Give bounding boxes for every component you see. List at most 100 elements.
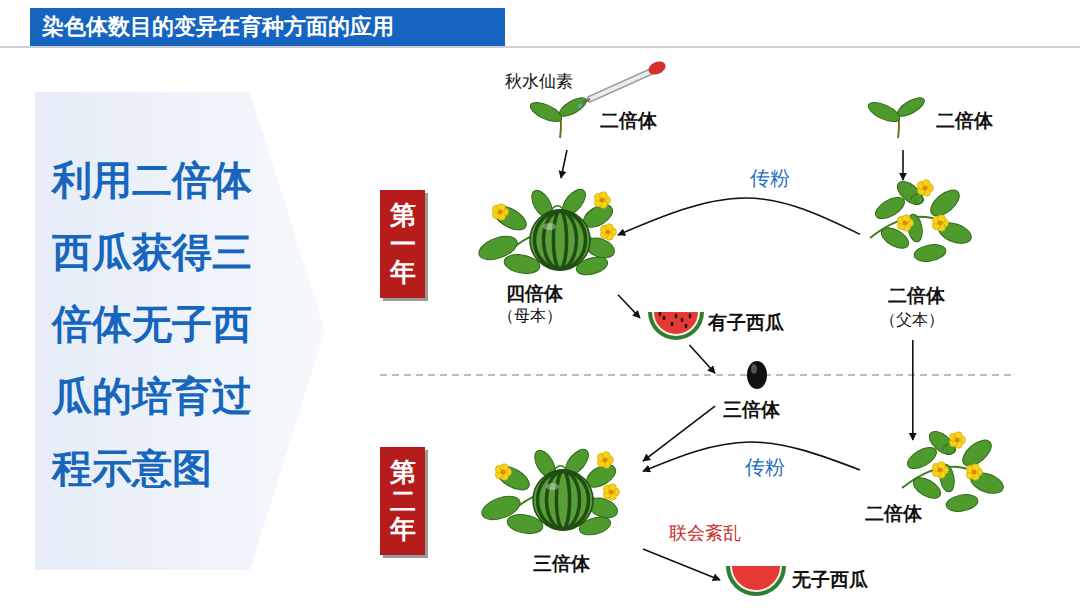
flower-center <box>923 186 928 191</box>
leaf <box>945 492 979 513</box>
header-rule <box>0 46 1080 48</box>
leaf <box>936 219 974 248</box>
node-label: （母本） <box>498 306 562 326</box>
arrow-connector <box>912 340 914 440</box>
leaf <box>528 98 565 125</box>
plant-node: 二倍体 <box>860 440 980 540</box>
seed-dot <box>681 318 684 322</box>
arrow-panel <box>35 92 325 570</box>
seed-dot <box>685 324 688 328</box>
plant-node: 三倍体 <box>468 435 643 580</box>
seed-dot <box>689 314 692 318</box>
plant-node: 二倍体（父本） <box>860 180 980 340</box>
dropper-tube <box>590 72 650 99</box>
fruit-node: 有子西瓜 <box>640 300 805 345</box>
arrow-connector <box>643 549 720 580</box>
title-panel: 利用二倍体西瓜获得三倍体无子西瓜的培育过程示意图 <box>35 92 325 570</box>
year-badge: 第二年 <box>380 447 425 555</box>
node-label: 无子西瓜 <box>792 568 868 592</box>
leaf <box>490 201 530 235</box>
dropper-tip <box>582 99 590 103</box>
year-divider <box>380 374 1015 376</box>
melon-stripe <box>544 211 577 269</box>
melon-stripe <box>547 471 580 529</box>
arrow-connector <box>902 150 904 180</box>
leaf <box>878 224 912 253</box>
leaf <box>895 94 927 119</box>
flesh <box>732 566 780 590</box>
title-banner: 染色体数目的变异在育种方面的应用 <box>30 8 505 46</box>
node-label: 有子西瓜 <box>708 311 784 335</box>
melon-slice <box>648 312 704 340</box>
year-label: 第二年 <box>390 458 416 544</box>
melon-slice <box>726 566 786 596</box>
flower-center <box>938 221 943 226</box>
node-label: （父本） <box>880 310 944 330</box>
arrow-connector <box>690 345 716 373</box>
arrow-connector <box>618 295 640 318</box>
node-label: 二倍体 <box>936 109 993 133</box>
tetraploid-plant <box>476 185 617 278</box>
seed-highlight <box>751 364 757 374</box>
seed <box>747 361 767 389</box>
reagent-label: 秋水仙素 <box>505 70 573 93</box>
drop <box>578 104 582 108</box>
node-label: 二倍体 <box>600 109 657 133</box>
leaf <box>925 427 958 459</box>
leaf <box>893 177 926 209</box>
dropper-bulb <box>646 59 667 77</box>
seed-dot <box>659 312 662 316</box>
flower-center <box>498 210 503 215</box>
seedling-node: 二倍体 <box>870 92 1010 150</box>
melon-highlight <box>546 483 559 490</box>
seed-dot <box>675 314 678 318</box>
watermelon <box>533 470 593 530</box>
seedling-node: 二倍体 <box>530 92 670 150</box>
flower-center <box>938 468 943 473</box>
dropper-glass <box>590 72 650 99</box>
flower-center <box>606 230 611 235</box>
arrow-connector <box>618 198 860 235</box>
melon-stripe <box>535 211 586 269</box>
flower-center <box>600 198 605 203</box>
tendril <box>910 194 923 204</box>
arrow-connector <box>561 150 567 178</box>
diploid-plant <box>870 177 974 263</box>
triploid-plant <box>479 445 620 538</box>
flower-center <box>609 490 614 495</box>
edge-label: 传粉 <box>742 454 788 481</box>
node-label: 四倍体 <box>506 282 563 306</box>
leaf <box>866 98 903 125</box>
flower-center <box>501 470 506 475</box>
node-label: 三倍体 <box>723 398 780 422</box>
flower-center <box>603 458 608 463</box>
seedling <box>528 94 589 138</box>
seed-node: 三倍体 <box>715 360 800 426</box>
flower-center <box>972 470 977 475</box>
leaf <box>913 242 947 263</box>
flesh <box>654 312 698 334</box>
year-badge: 第一年 <box>380 190 425 298</box>
leaf <box>557 94 589 119</box>
rind <box>726 566 786 596</box>
fruit-node: 无子西瓜 <box>720 560 890 600</box>
year-label: 第一年 <box>390 201 416 287</box>
node-label: 二倍体 <box>865 502 922 526</box>
seed-dot <box>671 322 674 326</box>
diploid-plant <box>902 427 1006 513</box>
plant-node: 四倍体（母本） <box>468 178 618 338</box>
melon-stripe <box>538 471 589 529</box>
edge-label: 传粉 <box>747 165 793 192</box>
melon-stripe <box>556 471 569 529</box>
rind-inner <box>652 312 700 336</box>
watermelon <box>530 210 590 270</box>
arrow-connector <box>643 406 715 461</box>
flower-center <box>955 438 960 443</box>
dropper <box>578 59 668 108</box>
melon-stripe <box>553 211 566 269</box>
seed-dot <box>663 316 666 320</box>
leaf <box>958 435 996 471</box>
flower-center <box>903 221 908 226</box>
